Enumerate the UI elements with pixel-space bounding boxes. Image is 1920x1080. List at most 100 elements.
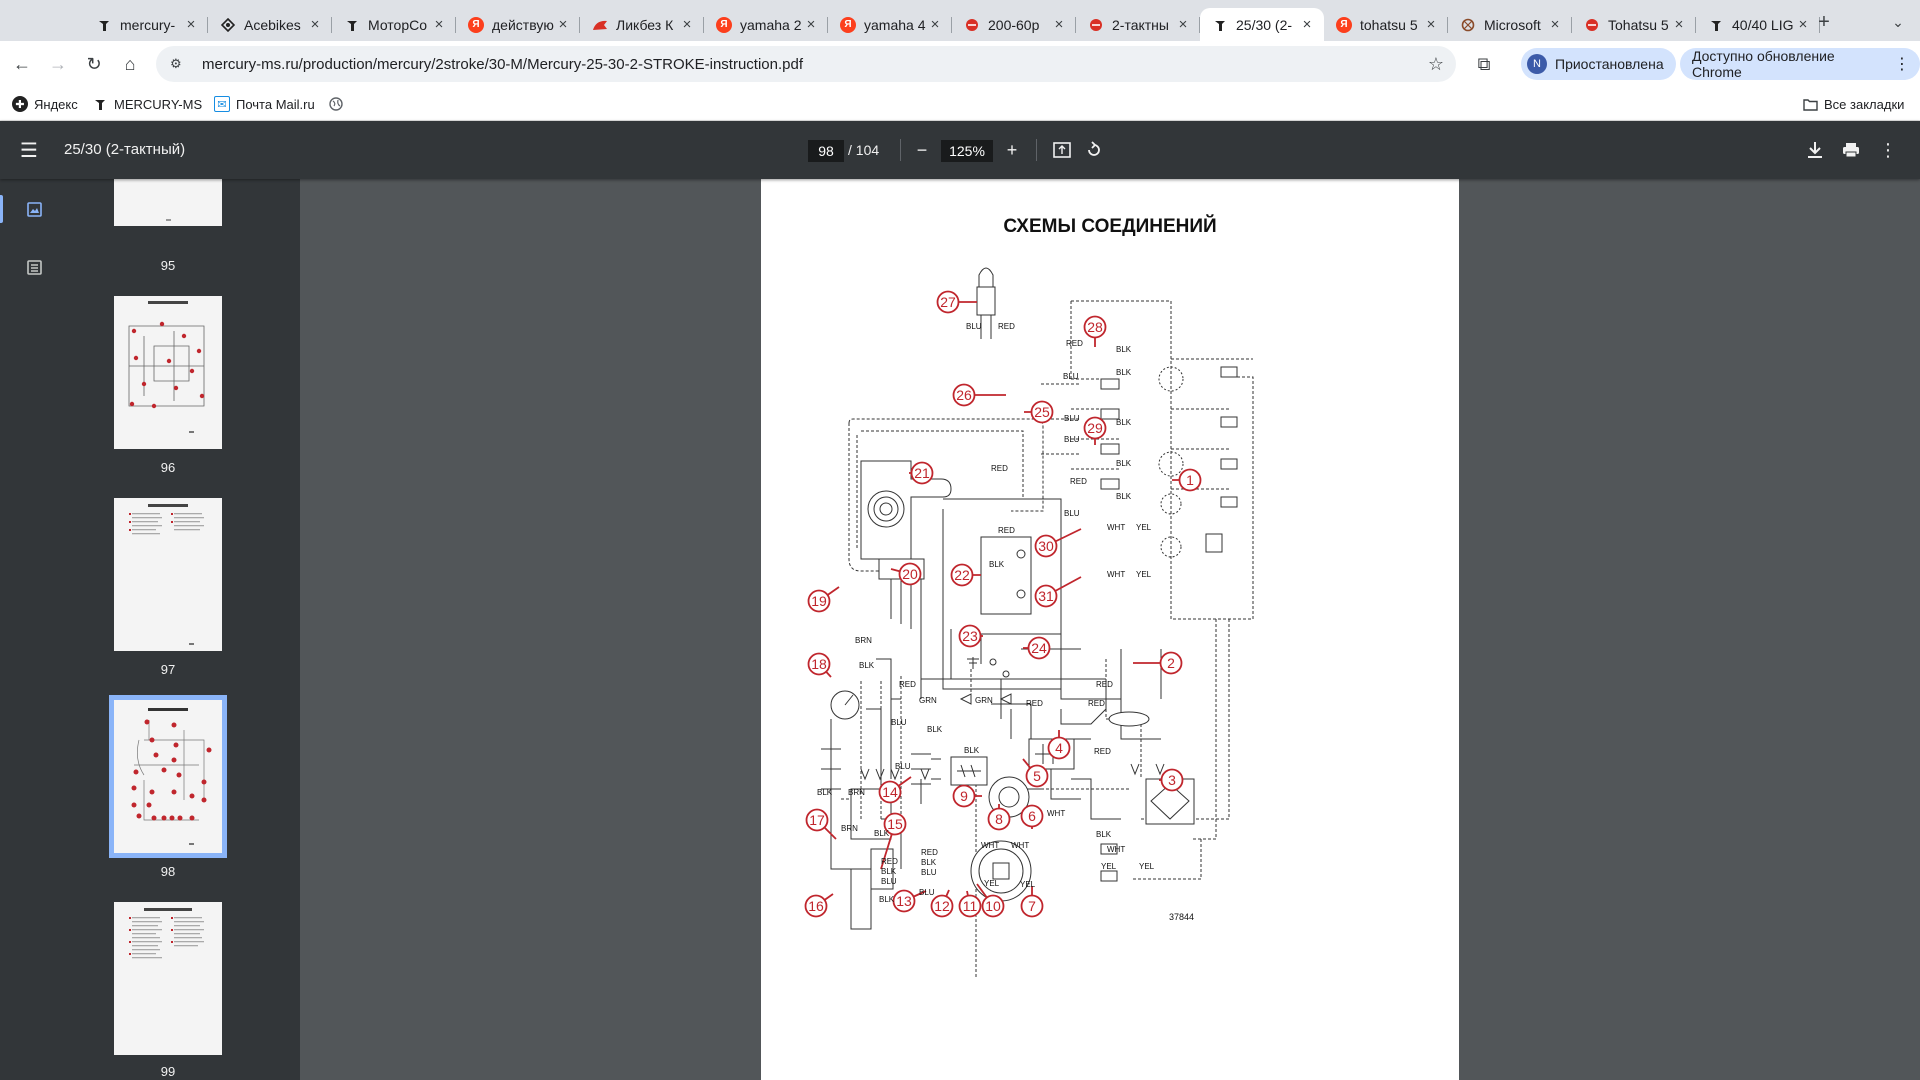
page-total: / 104 [848, 142, 880, 158]
callout-number: 13 [896, 893, 912, 909]
browser-tab[interactable]: Tohatsu 5× [1572, 8, 1696, 41]
tab-title: Acebikes [244, 16, 301, 33]
outline-tab-icon[interactable] [18, 251, 50, 283]
page-thumbnail-98[interactable] [109, 695, 227, 858]
browser-tab[interactable]: Acebikes × [208, 8, 332, 41]
profile-button[interactable]: N Приостановлена [1521, 48, 1676, 80]
fit-page-button[interactable] [1048, 136, 1076, 164]
extensions-icon[interactable]: ⧉ [1477, 53, 1491, 74]
callout-number: 12 [934, 898, 950, 914]
new-tab-button[interactable]: + [1818, 10, 1830, 33]
page-thumbnail-99[interactable] [114, 902, 222, 1055]
callout-number: 24 [1031, 640, 1047, 656]
bookmark-mercury-ms[interactable]: MERCURY-MS [92, 94, 202, 114]
tab-search-button[interactable]: ⌄ [1892, 13, 1904, 30]
print-button[interactable] [1837, 136, 1865, 164]
url-text[interactable]: mercury-ms.ru/production/mercury/2stroke… [202, 55, 804, 73]
close-icon[interactable]: × [1054, 16, 1064, 33]
reload-button[interactable]: ↻ [86, 53, 102, 74]
menu-icon[interactable]: ☰ [20, 140, 38, 162]
wire-color-label: BLU [895, 762, 911, 771]
address-bar[interactable]: ⚙ mercury-ms.ru/production/mercury/2stro… [156, 46, 1456, 82]
tab-divider [207, 17, 208, 33]
wire-color-label: RED [991, 464, 1008, 473]
all-bookmarks-button[interactable]: Все закладки [1802, 94, 1904, 114]
bookmark-yandex[interactable]: ✚ Яндекс [12, 94, 78, 114]
bookmark-globe[interactable] [328, 94, 350, 114]
browser-tab[interactable]: 2-тактны× [1076, 8, 1200, 41]
wire-color-label: BLU [1063, 372, 1079, 381]
bookmark-star-icon[interactable]: ☆ [1427, 54, 1444, 74]
pdf-viewport[interactable]: СХЕМЫ СОЕДИНЕНИЙ [300, 179, 1920, 1080]
wire-color-label: RED [1026, 699, 1043, 708]
zoom-out-button[interactable]: − [916, 139, 928, 160]
more-actions-icon[interactable]: ⋮ [1879, 139, 1897, 160]
profile-status: Приостановлена [1555, 56, 1664, 72]
chrome-update-button[interactable]: Доступно обновление Chrome ⋮ [1680, 48, 1920, 80]
close-icon[interactable]: × [806, 16, 816, 33]
callout-number: 1 [1186, 472, 1194, 488]
home-button[interactable]: ⌂ [124, 53, 136, 74]
callout-number: 9 [960, 788, 968, 804]
wire-color-label: WHT [1107, 523, 1125, 532]
mercury-icon [92, 96, 108, 112]
callout-24: 24 [1023, 636, 1051, 660]
yandex-icon: Я [468, 16, 484, 33]
close-icon[interactable]: × [1178, 16, 1188, 33]
browser-tab[interactable]: Ликбез К× [580, 8, 704, 41]
close-icon[interactable]: × [1302, 16, 1312, 33]
forward-button[interactable]: → [49, 53, 67, 74]
tab-divider [1571, 17, 1572, 33]
close-icon[interactable]: × [1550, 16, 1560, 33]
browser-tab[interactable]: 200-60р × [952, 8, 1076, 41]
close-icon[interactable]: × [1798, 16, 1808, 33]
browser-tab[interactable]: 40/40 LIG× [1696, 8, 1820, 41]
callout-number: 14 [882, 784, 898, 800]
callout-28: 28 [1083, 315, 1107, 347]
rotate-button[interactable] [1080, 136, 1108, 164]
wire-color-label: BRN [855, 636, 872, 645]
close-icon[interactable]: × [1426, 16, 1436, 33]
tab-divider [455, 17, 456, 33]
browser-tab[interactable]: Microsoft× [1448, 8, 1572, 41]
page-thumbnail-95[interactable] [114, 179, 222, 226]
close-icon[interactable]: × [186, 16, 196, 33]
page-thumbnail-97[interactable] [114, 498, 222, 651]
thumbnails-tab-icon[interactable] [0, 193, 50, 225]
page-number-input[interactable]: 98 [808, 140, 844, 162]
callout-7: 7 [1020, 886, 1044, 918]
wire-color-label: RED [1070, 477, 1087, 486]
close-icon[interactable]: × [682, 16, 692, 33]
wire-color-label: BLK [817, 788, 833, 797]
close-icon[interactable]: × [558, 16, 568, 33]
tab-title: 200-60р [988, 16, 1040, 33]
browser-tab[interactable]: mercury-× [84, 8, 208, 41]
zoom-input[interactable]: 125% [941, 140, 993, 162]
mail-icon: ✉ [214, 96, 230, 112]
close-icon[interactable]: × [1674, 16, 1684, 33]
back-button[interactable]: ← [13, 53, 31, 74]
sidebar-nav [0, 179, 56, 1080]
browser-tab[interactable]: 25/30 (2-× [1200, 8, 1324, 41]
browser-tab[interactable]: МоторСо× [332, 8, 456, 41]
zoom-in-button[interactable]: + [1006, 139, 1018, 160]
browser-toolbar: ← → ↻ ⌂ ⚙ mercury-ms.ru/production/mercu… [0, 41, 1920, 87]
close-icon[interactable]: × [434, 16, 444, 33]
callout-number: 11 [963, 898, 978, 914]
tohatsu-icon [1584, 17, 1600, 33]
thumbnail-label: 99 [160, 1064, 176, 1079]
close-icon[interactable]: × [930, 16, 940, 33]
avatar: N [1527, 54, 1547, 74]
site-info-icon[interactable]: ⚙ [170, 56, 182, 71]
bookmark-mail[interactable]: ✉ Почта Mail.ru [214, 94, 315, 114]
download-button[interactable] [1801, 136, 1829, 164]
page-thumbnail-96[interactable] [114, 296, 222, 449]
tab-divider [1695, 17, 1696, 33]
close-icon[interactable]: × [310, 16, 320, 33]
divider [1036, 139, 1037, 161]
